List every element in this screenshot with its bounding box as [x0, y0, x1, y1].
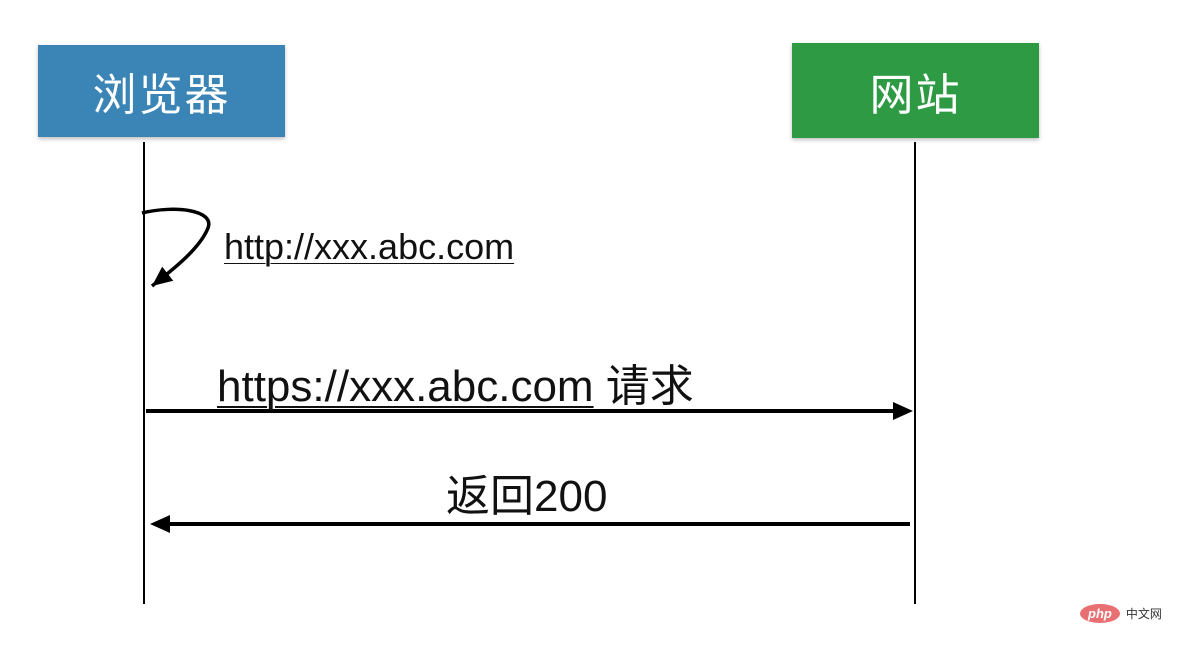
request-label: https://xxx.abc.com 请求 — [217, 350, 694, 414]
browser-actor-label: 浏览器 — [92, 71, 231, 120]
watermark: php 中文网 — [1080, 604, 1162, 623]
self-call-arrow — [141, 207, 211, 288]
browser-lifeline — [143, 142, 145, 604]
php-logo-icon: php — [1080, 604, 1120, 623]
website-lifeline — [914, 142, 916, 604]
website-actor-box: 网站 — [792, 43, 1039, 138]
website-actor-label: 网站 — [869, 70, 962, 120]
watermark-text: 中文网 — [1125, 607, 1162, 621]
request-url: https://xxx.abc.com — [217, 362, 594, 411]
browser-actor-box: 浏览器 — [38, 45, 285, 137]
self-call-label: http://xxx.abc.com — [224, 226, 515, 267]
response-label: 返回200 — [446, 472, 608, 521]
request-suffix: 请求 — [593, 362, 694, 411]
